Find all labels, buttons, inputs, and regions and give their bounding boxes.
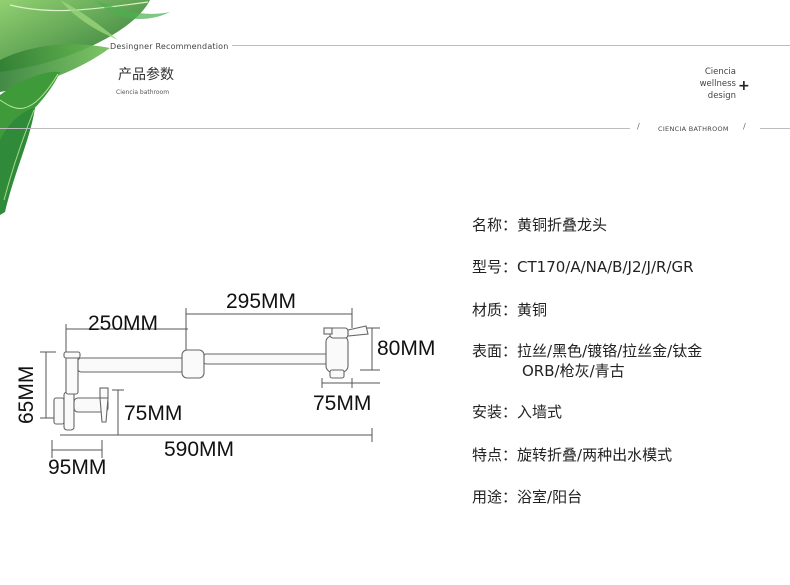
spec-value: 拉丝/黑色/镀铬/拉丝金/钛金 <box>517 342 703 360</box>
spec-value: 旋转折叠/两种出水模式 <box>517 446 673 464</box>
spec-label: 型号： <box>472 258 518 276</box>
spec-value: 浴室/阳台 <box>517 488 583 506</box>
dimension-label-75-right: 75MM <box>313 392 372 415</box>
page-title: 产品参数 <box>118 67 174 83</box>
divider-slash: / <box>637 122 640 131</box>
dimension-label-80: 80MM <box>377 337 436 360</box>
dimension-label-250: 250MM <box>88 312 159 335</box>
divider-tag: CIENCIA BATHROOM <box>658 125 729 133</box>
spec-row-name: 名称：黄铜折叠龙头 <box>472 215 607 235</box>
section-divider-right <box>760 128 790 129</box>
brand-line: Ciencia <box>704 67 736 77</box>
spec-label: 用途： <box>472 488 518 506</box>
designer-recommendation-label: Desingner Recommendation <box>110 42 232 51</box>
spec-row-material: 材质：黄铜 <box>472 300 547 320</box>
brand-text: Ciencia wellness design <box>680 66 736 102</box>
faucet-dimension-drawing <box>40 308 380 458</box>
spec-value-continuation: ORB/枪灰/青古 <box>522 362 625 380</box>
plus-icon: + <box>738 78 750 94</box>
page-subtitle: Ciencia bathroom <box>116 89 170 96</box>
dimension-label-95: 95MM <box>48 456 107 479</box>
spec-row-installation: 安装：入墙式 <box>472 402 562 422</box>
spec-label: 表面： <box>472 342 518 360</box>
spec-label: 材质： <box>472 301 518 319</box>
spec-row-features: 特点：旋转折叠/两种出水模式 <box>472 445 672 465</box>
spec-value: 入墙式 <box>517 403 563 421</box>
dimension-label-65: 65MM <box>15 365 38 424</box>
dimension-label-590: 590MM <box>164 438 235 461</box>
spec-label: 名称： <box>472 216 518 234</box>
palm-leaf-decoration <box>0 0 170 215</box>
dimension-label-295: 295MM <box>226 290 297 313</box>
dimension-label-75-inner: 75MM <box>124 402 183 425</box>
spec-value: 黄铜 <box>517 301 548 319</box>
spec-value: CT170/A/NA/B/J2/J/R/GR <box>517 258 694 276</box>
spec-label: 安装： <box>472 403 518 421</box>
spec-row-model: 型号：CT170/A/NA/B/J2/J/R/GR <box>472 257 694 277</box>
spec-row-usage: 用途：浴室/阳台 <box>472 487 582 507</box>
brand-line: wellness <box>699 79 736 89</box>
spec-value: 黄铜折叠龙头 <box>517 216 608 234</box>
spec-row-finish: 表面：拉丝/黑色/镀铬/拉丝金/钛金 <box>472 341 702 361</box>
section-divider-left <box>0 128 630 129</box>
header-top-divider <box>110 45 790 46</box>
spec-label: 特点： <box>472 446 518 464</box>
brand-line: design <box>707 91 736 101</box>
divider-slash: / <box>743 122 746 131</box>
